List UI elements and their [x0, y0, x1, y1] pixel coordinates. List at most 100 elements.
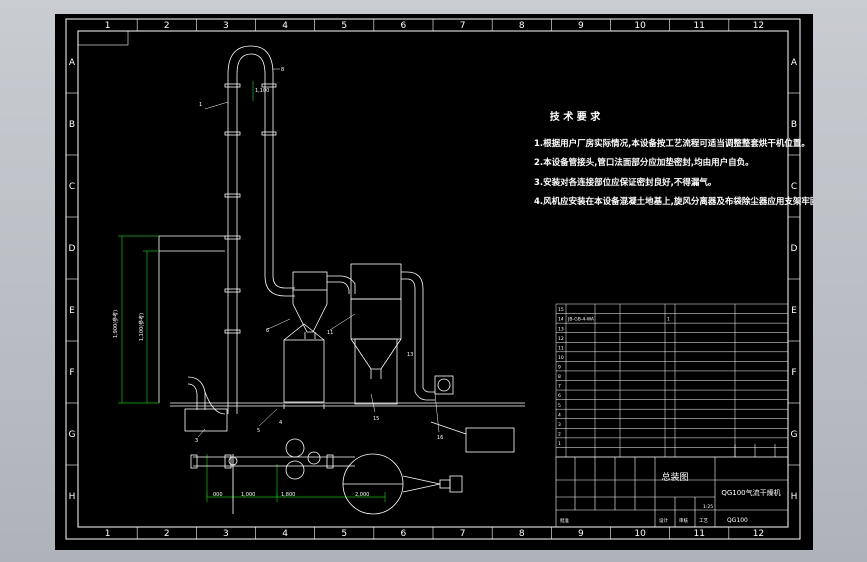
column-label: 5 [341, 529, 347, 539]
column-label: 3 [223, 529, 229, 539]
svg-text:4: 4 [279, 420, 282, 426]
bom-row-number: 2 [558, 431, 561, 437]
inner-frame [77, 30, 789, 528]
row-label: H [69, 492, 76, 502]
title-block [555, 444, 789, 528]
column-label: 3 [223, 21, 229, 31]
bom-row-qty: 1 [667, 317, 670, 323]
bom-row-code: JB-GB-4-WA [567, 317, 595, 323]
product-name: QG100气流干燥机 [721, 488, 780, 497]
signature-process: 工艺 [699, 518, 708, 524]
drawing-ratio: 1:25 [703, 504, 713, 510]
column-label: 2 [164, 21, 170, 31]
column-label: 9 [578, 21, 584, 31]
column-label: 4 [282, 21, 288, 31]
tech-req-note-1: 1.根据用户厂房实际情况,本设备按工艺流程可适当调整整套烘干机位置。 [534, 138, 810, 149]
column-label: 11 [694, 529, 705, 539]
bom-row-number: 1 [558, 441, 561, 447]
svg-text:5: 5 [257, 428, 260, 434]
row-label: G [791, 430, 798, 440]
bom-row-number: 3 [558, 422, 561, 428]
column-label: 12 [753, 21, 764, 31]
bom-row-number: 14 [558, 317, 564, 323]
bom-row-number: 12 [558, 336, 564, 342]
column-label: 6 [401, 21, 407, 31]
svg-text:16: 16 [437, 435, 443, 441]
svg-text:1: 1 [199, 102, 202, 108]
elevation-view [158, 45, 525, 453]
assembly-label: 总装图 [661, 471, 688, 483]
dim-plan-2: 1,000 [241, 492, 255, 498]
row-label: A [791, 58, 798, 68]
row-label: C [69, 182, 75, 192]
signature-approve: 批准 [560, 517, 569, 524]
row-ruler-left: A B C D E F G H [66, 58, 78, 502]
row-label: H [791, 492, 798, 502]
column-label: 9 [578, 529, 584, 539]
svg-text:13: 13 [407, 352, 413, 358]
tech-req-note-4: 4.风机应安装在本设备混凝土地基上,旋风分离器及布袋除尘器应用支架牢固。 [534, 196, 813, 207]
column-label: 6 [401, 529, 407, 539]
bom-row-number: 9 [558, 365, 561, 371]
bom-row-number: 4 [558, 412, 561, 418]
column-label: 11 [694, 21, 705, 31]
tech-req-note-2: 2.本设备管接头,管口法面部分应加垫密封,均由用户自负。 [534, 157, 754, 168]
column-label: 10 [634, 529, 646, 539]
drawing-number: QG100 [727, 517, 748, 524]
row-label: E [791, 306, 797, 316]
signature-reviewer: 审核 [679, 517, 688, 524]
svg-text:11: 11 [327, 330, 333, 336]
bom-row-number: 13 [558, 326, 564, 332]
svg-text:3: 3 [195, 438, 198, 444]
bom-row-number: 7 [558, 384, 561, 390]
column-label: 1 [105, 21, 111, 31]
tech-req-note-3: 3.安装对各连接部位应保证密封良好,不得漏气。 [534, 177, 716, 188]
dim-height-left: 1,900(参考) [112, 310, 119, 338]
dim-plan-1: 000 [213, 492, 223, 498]
column-label: 5 [341, 21, 347, 31]
bom-row-number: 8 [558, 374, 561, 380]
row-label: C [791, 182, 797, 192]
leader-lines [197, 68, 440, 438]
column-label: 12 [753, 529, 764, 539]
column-label: 10 [634, 21, 646, 31]
dim-plan-4: 2,000 [355, 492, 369, 498]
dim-plan-3: 1,800 [281, 492, 295, 498]
column-label: 8 [519, 21, 525, 31]
bom-row-number: 15 [558, 307, 564, 313]
svg-text:8: 8 [281, 67, 284, 73]
column-label: 1 [105, 529, 111, 539]
corner-code-box [77, 30, 129, 46]
row-label: G [69, 430, 76, 440]
column-label: 2 [164, 529, 170, 539]
row-label: B [791, 120, 797, 130]
bom-row-number: 5 [558, 403, 561, 409]
bom-row-number: 6 [558, 393, 561, 399]
row-label: A [69, 58, 76, 68]
column-label: 7 [460, 21, 466, 31]
tech-req-title: 技 术 要 求 [550, 110, 601, 123]
dim-height-right: 1,100(参考) [138, 313, 145, 341]
row-label: D [69, 244, 76, 254]
plan-view [190, 438, 463, 515]
balloon-labels: 1 8 6 5 3 11 15 16 4 13 [195, 67, 443, 444]
dimension-lines [118, 81, 386, 502]
bom-row-number: 10 [558, 355, 564, 361]
column-label: 8 [519, 529, 525, 539]
row-label: B [69, 120, 75, 130]
row-label: F [69, 368, 74, 378]
dim-riser: 1,100 [255, 88, 269, 94]
column-label: 7 [460, 529, 466, 539]
outer-frame [65, 18, 801, 540]
svg-text:6: 6 [266, 328, 269, 334]
row-label: E [69, 306, 75, 316]
signature-designer: 设计 [659, 517, 668, 524]
svg-text:15: 15 [373, 416, 379, 422]
row-label: D [791, 244, 798, 254]
